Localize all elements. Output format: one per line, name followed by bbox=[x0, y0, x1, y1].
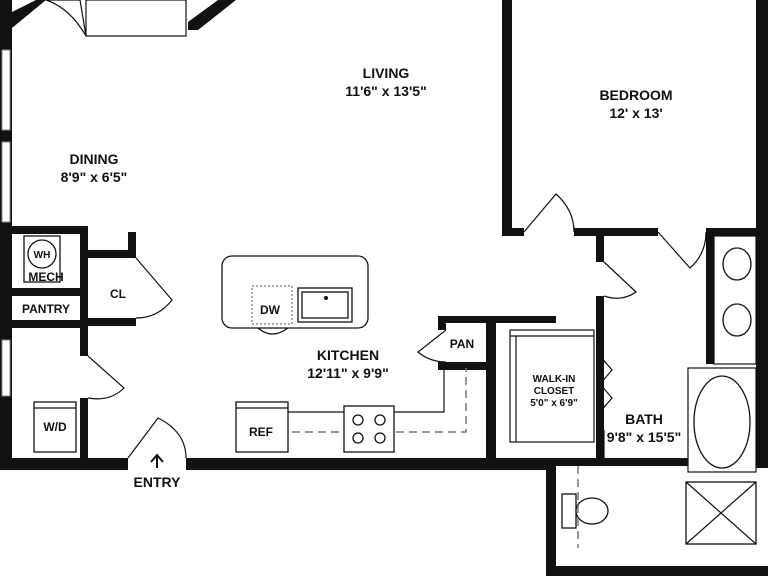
wh-label: WH bbox=[34, 250, 51, 261]
wall-pantry-top bbox=[12, 288, 88, 296]
labels: LIVING 11'6" x 13'5" BEDROOM 12' x 13' D… bbox=[22, 65, 681, 490]
kitchen-sink-basin bbox=[301, 291, 349, 319]
bath-size: 9'8" x 15'5" bbox=[607, 429, 681, 445]
bathtub bbox=[693, 375, 751, 469]
wall-bedroom-bottom-a bbox=[502, 228, 524, 236]
door-vanity bbox=[657, 231, 707, 269]
cl-label: CL bbox=[110, 287, 126, 301]
kitchen-name: KITCHEN bbox=[317, 347, 379, 363]
wall-top-left-angle bbox=[0, 0, 46, 30]
fixtures bbox=[23, 235, 757, 548]
burner-1 bbox=[352, 414, 364, 426]
entry-arrow-icon bbox=[150, 453, 164, 468]
shower-diag-2 bbox=[685, 481, 757, 545]
wall-closet-top bbox=[438, 316, 556, 323]
door-laundry bbox=[87, 355, 125, 400]
toilet-bowl bbox=[575, 497, 609, 525]
windows bbox=[1, 49, 11, 397]
door-closet-bifold bbox=[599, 355, 613, 413]
washer-dryer bbox=[33, 401, 77, 453]
entry-label: ENTRY bbox=[134, 474, 182, 490]
bedroom-size: 12' x 13' bbox=[609, 105, 662, 121]
wall-bath-lower-top-b bbox=[598, 458, 688, 466]
wall-kitchen-closet bbox=[486, 316, 496, 466]
wall-hall-a bbox=[596, 236, 604, 262]
wd-label: W/D bbox=[43, 420, 67, 434]
sink-drain bbox=[324, 296, 328, 300]
burner-2 bbox=[374, 414, 386, 426]
burner-3 bbox=[352, 432, 364, 444]
doors bbox=[45, 0, 707, 459]
wall-living-bedroom bbox=[502, 0, 512, 236]
wall-pantry-bottom bbox=[12, 320, 88, 328]
wall-bedroom-bottom-b bbox=[574, 228, 658, 236]
wall-bath-lower-top bbox=[546, 458, 598, 466]
door-pan bbox=[417, 329, 447, 363]
dishwasher bbox=[251, 285, 293, 325]
ref-label: REF bbox=[249, 425, 273, 439]
dining-name: DINING bbox=[70, 151, 119, 167]
door-top-left bbox=[45, 0, 87, 37]
burner-4 bbox=[374, 432, 386, 444]
wall-top-angle bbox=[188, 0, 236, 30]
wall-pan-bottom bbox=[438, 362, 494, 370]
wall-hall-b bbox=[596, 296, 604, 466]
window-left-upper bbox=[1, 49, 11, 131]
vanity-counter bbox=[713, 235, 757, 365]
wall-mech-top bbox=[12, 226, 88, 234]
living-name: LIVING bbox=[363, 65, 410, 81]
counter-edge bbox=[236, 370, 445, 413]
wall-pantry-post bbox=[438, 316, 446, 330]
wall-cl-top bbox=[80, 250, 136, 258]
window-left-laundry bbox=[1, 339, 11, 397]
door-bedroom bbox=[523, 193, 575, 233]
wall-cl-post-top bbox=[128, 232, 136, 258]
living-size: 11'6" x 13'5" bbox=[345, 83, 426, 99]
dishwasher-swing bbox=[257, 327, 289, 335]
bathtub-frame bbox=[687, 367, 757, 473]
wall-laundry-right bbox=[80, 398, 88, 462]
dining-size: 8'9" x 6'5" bbox=[61, 169, 128, 185]
closet-shelves bbox=[509, 329, 595, 443]
pan-label: PAN bbox=[450, 337, 474, 351]
closet-name-2: CLOSET bbox=[534, 386, 575, 397]
bath-name: BATH bbox=[625, 411, 663, 427]
wall-cl-bottom bbox=[80, 318, 136, 326]
dw-label: DW bbox=[260, 303, 281, 317]
bedroom-name: BEDROOM bbox=[599, 87, 672, 103]
mech-label: MECH bbox=[28, 270, 63, 284]
water-heater bbox=[27, 239, 57, 269]
wall-bottom-mid bbox=[186, 458, 550, 470]
kitchen-size: 12'11" x 9'9" bbox=[307, 365, 388, 381]
window-left-lower bbox=[1, 141, 11, 223]
vanity-sink-1 bbox=[722, 247, 752, 281]
wall-bedroom-bottom-c bbox=[706, 228, 758, 236]
range bbox=[343, 405, 395, 453]
wall-bath-lower-bottom bbox=[546, 566, 768, 576]
wall-vanity bbox=[706, 236, 714, 364]
closet-name-1: WALK-IN bbox=[533, 374, 576, 385]
door-top-opening bbox=[85, 0, 187, 37]
door-cl bbox=[135, 257, 173, 319]
refrigerator bbox=[235, 401, 289, 453]
closet-size: 5'0" x 6'9" bbox=[530, 398, 578, 409]
door-bath bbox=[603, 261, 637, 299]
vanity-sink-2 bbox=[722, 303, 752, 337]
door-entry bbox=[127, 417, 187, 459]
wall-bottom-left bbox=[0, 458, 128, 470]
wall-right-exterior bbox=[756, 0, 768, 468]
wall-closet-right bbox=[596, 316, 604, 356]
toilet-tank bbox=[561, 493, 577, 529]
wall-bath-lower-left bbox=[546, 458, 556, 576]
pantry-label: PANTRY bbox=[22, 302, 70, 316]
